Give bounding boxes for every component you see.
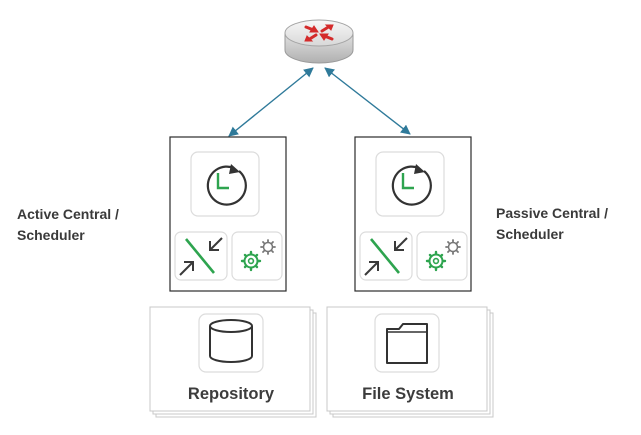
connector-router-passive <box>324 67 411 135</box>
file-system-label: File System <box>362 385 454 403</box>
active-label-line-2: Scheduler <box>17 227 85 243</box>
active-label-line-1: Active Central / <box>17 206 119 222</box>
gears-icon <box>231 231 283 281</box>
passive-central-node <box>354 136 472 292</box>
compress-arrows-icon <box>174 231 228 281</box>
gears-icon <box>416 231 468 281</box>
database-icon <box>198 313 264 373</box>
repository-store: Repository <box>149 306 317 418</box>
connector-router-active <box>228 67 314 137</box>
passive-label-line-1: Passive Central / <box>496 205 609 221</box>
passive-label-line-2: Scheduler <box>496 226 564 242</box>
compress-arrows-icon <box>359 231 413 281</box>
file-system-store: File System <box>326 306 494 418</box>
router-icon <box>284 19 354 64</box>
active-central-node <box>169 136 287 292</box>
repository-label: Repository <box>188 385 275 403</box>
folder-icon <box>374 313 440 373</box>
passive-central-label: Passive Central / Scheduler <box>496 203 608 245</box>
clock-icon <box>375 151 445 217</box>
active-central-label: Active Central / Scheduler <box>17 204 119 246</box>
clock-icon <box>190 151 260 217</box>
